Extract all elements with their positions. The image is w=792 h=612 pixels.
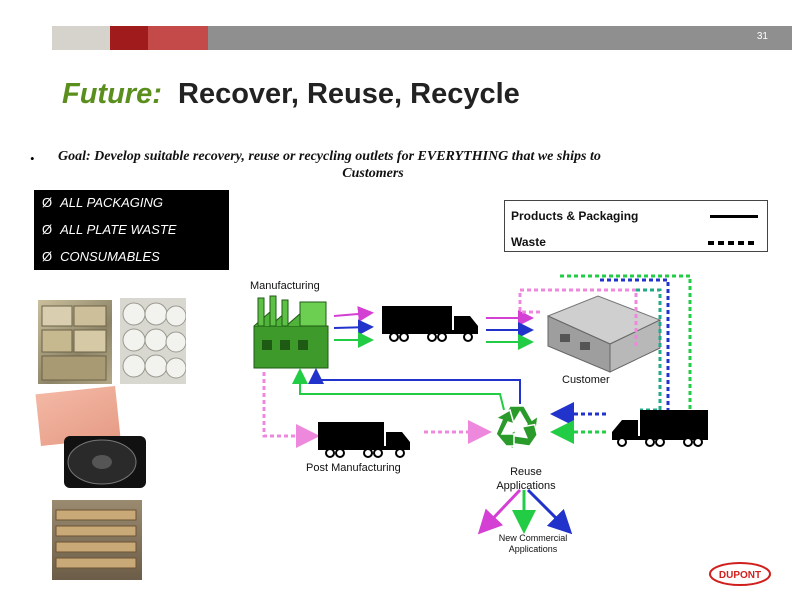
page-title: Future: Recover, Reuse, Recycle: [62, 78, 520, 111]
truck-icon: [612, 410, 708, 447]
factory-icon: [253, 295, 329, 369]
header-bar: [52, 26, 792, 50]
truck-icon: [318, 422, 410, 458]
flow-arrow: [308, 368, 521, 404]
cyrel-plate-photo: [64, 436, 146, 488]
legend-solid-line: [710, 215, 758, 218]
goal-text: Goal: Develop suitable recovery, reuse o…: [58, 148, 758, 182]
title-text: Recover, Reuse, Recycle: [178, 78, 520, 110]
legend-dotted-line: [708, 241, 758, 245]
flow-arrow: [333, 319, 374, 336]
goal-bullet: •: [30, 151, 35, 166]
customer-building-icon: [546, 295, 662, 373]
flow-arrow: [333, 306, 374, 322]
flow-arrow: [292, 368, 505, 411]
category-item: Ø ALL PACKAGING: [42, 195, 163, 210]
dupont-logo: DUPONT: [709, 562, 771, 586]
category-label: ALL PLATE WASTE: [60, 222, 177, 237]
reuse-line-1: Reuse: [510, 466, 542, 478]
new-commercial-line-2: Applications: [508, 544, 558, 554]
film-rolls-photo: [120, 298, 186, 384]
node-label-manufacturing: Manufacturing: [250, 280, 320, 292]
node-label-post-manufacturing: Post Manufacturing: [306, 462, 401, 474]
category-label: ALL PACKAGING: [60, 195, 163, 210]
packaging-boxes-photo: [38, 300, 112, 384]
category-item: Ø ALL PLATE WASTE: [42, 222, 176, 237]
goal-line-1: Goal: Develop suitable recovery, reuse o…: [58, 149, 601, 164]
legend-label-products: Products & Packaging: [511, 209, 639, 223]
pallets-photo: [52, 500, 142, 580]
header-bar-light-segment: [52, 26, 110, 50]
goal-line-2: Customers: [342, 166, 404, 181]
node-label-reuse: Reuse Applications: [490, 465, 562, 493]
node-label-new-commercial: New Commercial Applications: [488, 533, 578, 555]
legend: Products & Packaging Waste: [504, 200, 768, 252]
page-number: 31: [756, 31, 768, 42]
svg-text:DUPONT: DUPONT: [719, 570, 761, 581]
arrow-bullet-icon: Ø: [42, 195, 53, 210]
waste-flow-line: [600, 278, 670, 410]
flow-arrow: [526, 488, 573, 535]
truck-icon: [382, 306, 478, 342]
rolls-icon: [122, 302, 186, 379]
waste-flow-line: [560, 274, 692, 410]
title-prefix: Future:: [62, 78, 162, 110]
reuse-line-2: Applications: [496, 480, 556, 492]
pallet-icon: [55, 509, 137, 569]
new-commercial-line-1: New Commercial: [498, 533, 568, 543]
waste-flow-line: [262, 372, 320, 448]
arrow-bullet-icon: Ø: [42, 222, 53, 237]
boxes-icon: [41, 305, 107, 381]
disc-icon: [67, 439, 137, 485]
category-item: Ø CONSUMABLES: [42, 249, 160, 264]
flow-arrow: [477, 488, 522, 535]
arrow-bullet-icon: Ø: [42, 249, 53, 264]
category-label: CONSUMABLES: [60, 249, 160, 264]
header-bar-pink-segment: [148, 26, 208, 50]
category-list: Ø ALL PACKAGING Ø ALL PLATE WASTE Ø CONSUMA…: [34, 190, 229, 270]
legend-label-waste: Waste: [511, 235, 546, 249]
waste-flow-line: [518, 288, 638, 346]
node-label-customer: Customer: [562, 374, 610, 386]
header-bar-red-segment: [110, 26, 148, 50]
recycle-icon: [494, 405, 539, 452]
